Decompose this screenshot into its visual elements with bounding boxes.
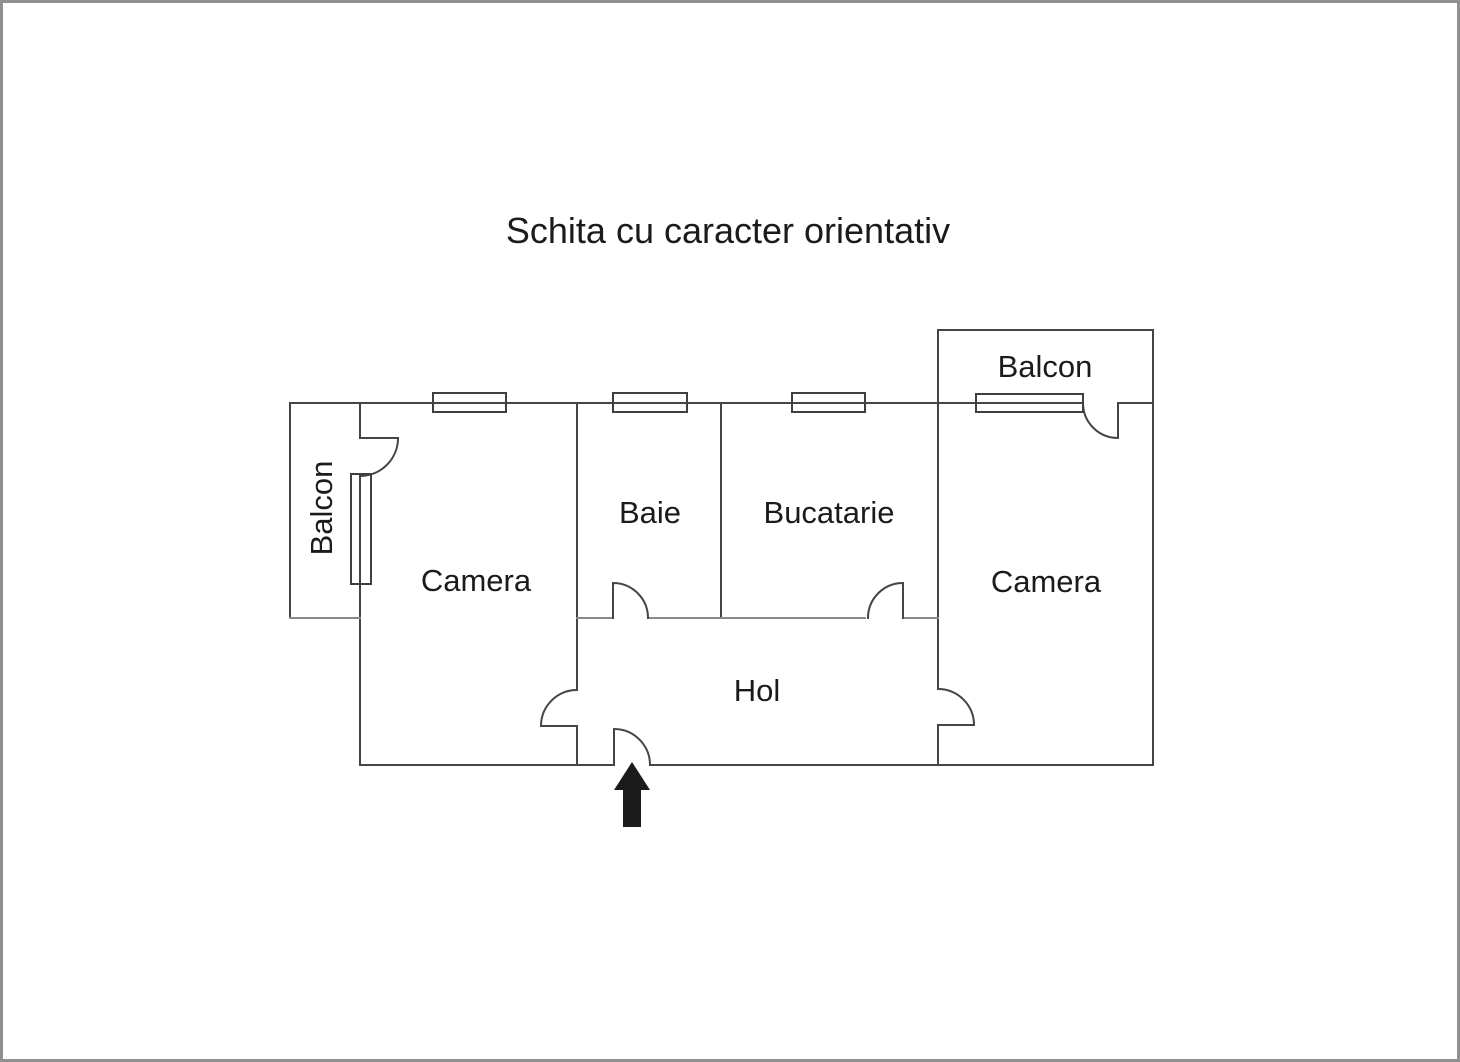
door-balcon-right bbox=[1081, 401, 1120, 440]
room-label-balcon-left: Balcon bbox=[304, 461, 339, 556]
door-bucatarie bbox=[866, 581, 905, 620]
plan-title: Schita cu caracter orientativ bbox=[506, 210, 950, 251]
door-baie bbox=[611, 581, 650, 620]
window-camera-left bbox=[432, 392, 507, 413]
door-balcon-left bbox=[358, 436, 400, 478]
windows bbox=[350, 392, 1084, 585]
room-label-camera-right: Camera bbox=[991, 564, 1102, 599]
labels: Schita cu caracter orientativ Balcon Cam… bbox=[304, 210, 1102, 708]
room-label-hol: Hol bbox=[734, 673, 781, 708]
door-camera-right bbox=[936, 687, 976, 727]
entrance-arrow-icon bbox=[614, 762, 650, 827]
doors bbox=[358, 401, 1120, 767]
room-label-camera-left: Camera bbox=[421, 563, 532, 598]
room-label-bucatarie: Bucatarie bbox=[764, 495, 895, 530]
window-balcon-left bbox=[350, 473, 372, 585]
window-bucatarie bbox=[791, 392, 866, 413]
window-balcon-right bbox=[975, 393, 1084, 413]
room-label-balcon-right: Balcon bbox=[998, 349, 1093, 384]
door-camera-left bbox=[539, 688, 579, 728]
room-label-baie: Baie bbox=[619, 495, 681, 530]
walls-main bbox=[289, 329, 1154, 766]
door-entrance bbox=[612, 727, 652, 767]
window-baie bbox=[612, 392, 688, 413]
wall-balcon-right-outline bbox=[937, 329, 1154, 404]
